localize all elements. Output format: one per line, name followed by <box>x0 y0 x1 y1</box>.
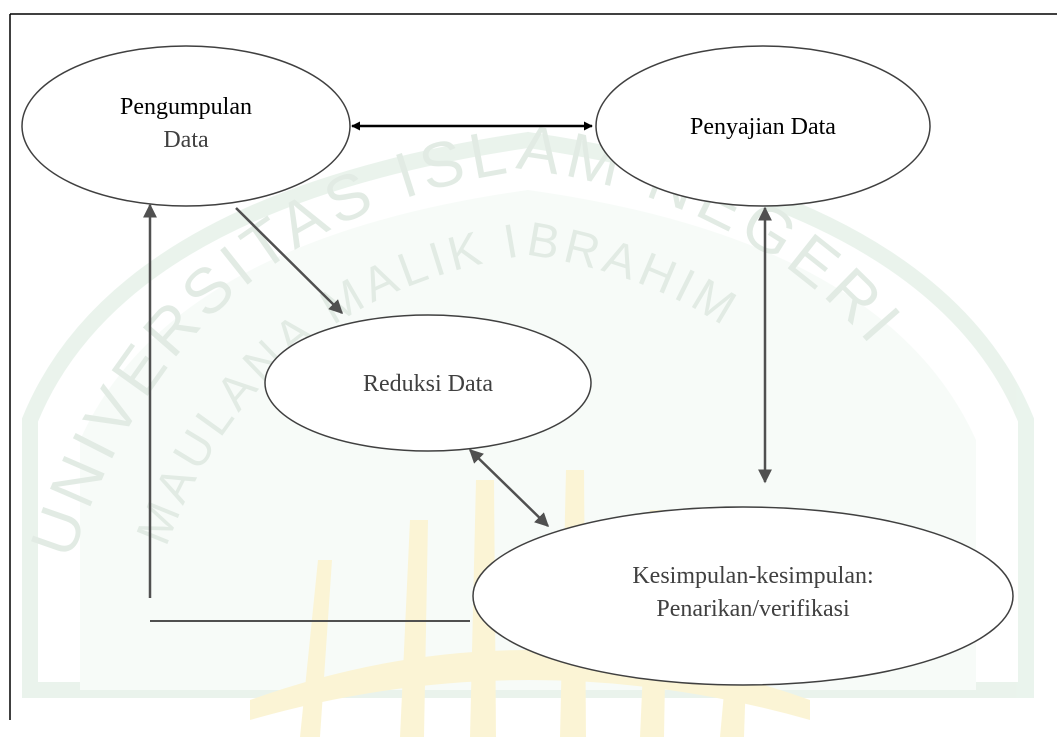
node-kesimpulan-line2: Penarikan/verifikasi <box>656 596 850 622</box>
arrow-reduksi-kesimpulan <box>468 449 550 527</box>
node-penyajian-data: Penyajian Data <box>595 45 931 207</box>
node-penyajian-label: Penyajian Data <box>690 114 836 140</box>
node-kesimpulan-line1: Kesimpulan-kesimpulan: <box>632 563 873 589</box>
node-reduksi-data: Reduksi Data <box>264 314 592 452</box>
node-reduksi-label: Reduksi Data <box>363 371 493 397</box>
node-pengumpulan-line2: Data <box>163 127 209 153</box>
node-pengumpulan-line1: Pengumpulan <box>120 94 252 120</box>
arrow-pengumpulan-reduksi <box>235 207 343 314</box>
node-pengumpulan-data: Pengumpulan Data <box>21 45 351 207</box>
node-kesimpulan: Kesimpulan-kesimpulan: Penarikan/verifik… <box>472 506 1014 686</box>
